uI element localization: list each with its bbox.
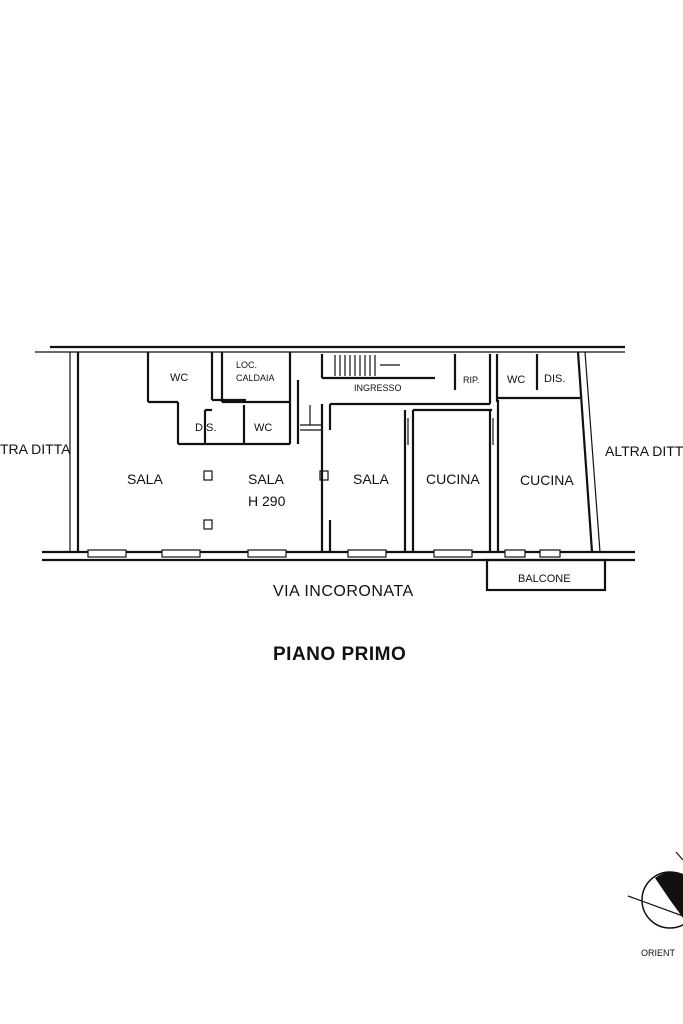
label-neighbor-right: ALTRA DITT [605,443,683,459]
staircase [300,355,400,431]
label-sala-1: SALA [127,471,163,487]
floor-title: PIANO PRIMO [273,644,406,665]
label-sala-2-height: H 290 [248,493,286,509]
compass-icon [627,851,683,929]
label-rip: RIP. [463,375,479,385]
label-balcone: BALCONE [518,573,571,585]
room-partitions [403,400,500,552]
service-walls [146,352,580,552]
label-street: VIA INCORONATA [273,583,414,600]
top-boundary [35,345,625,353]
label-loc-caldaia-1: LOC. [236,360,257,370]
label-sala-2: SALA [248,471,284,487]
pillars [203,470,329,530]
label-sala-3: SALA [353,471,389,487]
balcony-outline [485,558,607,592]
label-wc-2: WC [507,374,525,386]
label-neighbor-left: TRA DITTA [0,441,71,457]
label-cucina-2: CUCINA [520,472,574,488]
label-dis-2: DIS. [195,422,216,434]
facade-windows [87,549,561,558]
label-dis-1: DIS. [544,373,565,385]
label-wc-1: WC [170,372,188,384]
label-wc-3: WC [254,422,272,434]
label-loc-caldaia-2: CALDAIA [236,373,275,383]
label-compass: ORIENT [641,948,676,958]
label-ingresso: INGRESSO [354,383,402,393]
label-cucina-1: CUCINA [426,471,480,487]
